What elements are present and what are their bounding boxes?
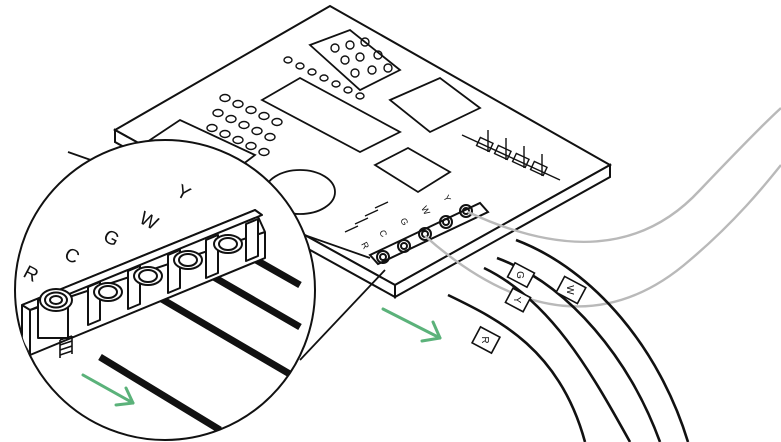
svg-text:G: G [514,271,525,279]
wire-tag-y: Y [504,287,532,313]
wire-tag-w: W [555,275,587,305]
board-label-c: C [377,228,389,239]
svg-text:Y: Y [511,297,522,304]
board-label-y: Y [441,193,453,203]
board-label-g: G [398,216,410,227]
wire-tag-g: G [506,261,536,289]
svg-text:W: W [564,285,575,295]
gray-wires [424,107,781,308]
wire-tags: R Y G W [470,261,587,355]
zoom-terminal-block [21,209,302,433]
zoom-arrow [81,373,135,407]
board-label-r: R [359,240,371,251]
wire-tag-r: R [470,325,502,355]
svg-text:R: R [479,336,490,343]
board-arrow [381,307,442,343]
